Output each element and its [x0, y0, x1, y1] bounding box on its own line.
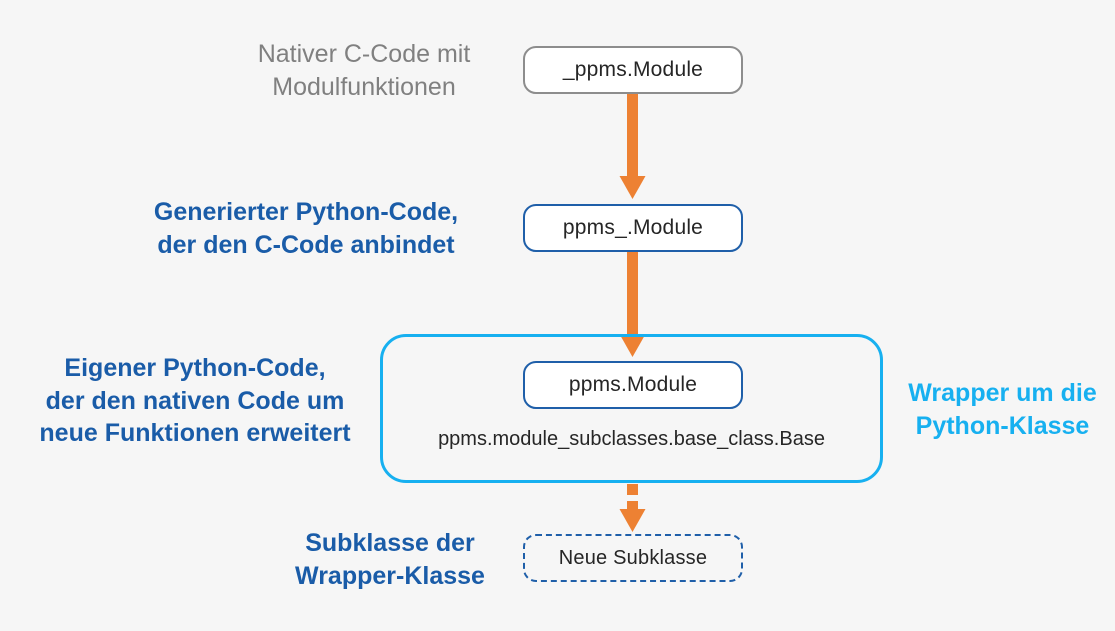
- node-new-subclass-label: Neue Subklasse: [558, 546, 708, 569]
- node-wrapped-module[interactable]: ppms.Module: [523, 361, 743, 409]
- annotation-subclass: Subklasse der Wrapper-Klasse: [295, 529, 485, 590]
- arrow-native-to-generated: [619, 94, 646, 199]
- node-native-module[interactable]: _ppms.Module: [523, 46, 743, 94]
- annotation-native-c-code: Nativer C-Code mit Modulfunktionen: [257, 40, 471, 101]
- annotation-own-python-code: Eigener Python-Code, der den nativen Cod…: [39, 354, 351, 447]
- node-wrapped-module-label: ppms.Module: [568, 373, 698, 396]
- annotation-generated-python-code: Generierter Python-Code, der den C-Code …: [153, 198, 459, 259]
- node-native-module-label: _ppms.Module: [562, 58, 704, 81]
- node-new-subclass[interactable]: Neue Subklasse: [523, 534, 743, 582]
- node-generated-module-label: ppms_.Module: [562, 216, 704, 239]
- annotation-wrapper-class: Wrapper um die Python-Klasse: [908, 379, 1097, 440]
- base-class-path: ppms.module_subclasses.base_class.Base: [438, 428, 825, 450]
- arrow-wrapped-to-subclass: [619, 484, 646, 532]
- node-generated-module[interactable]: ppms_.Module: [523, 204, 743, 252]
- wrapper-container: [380, 334, 883, 483]
